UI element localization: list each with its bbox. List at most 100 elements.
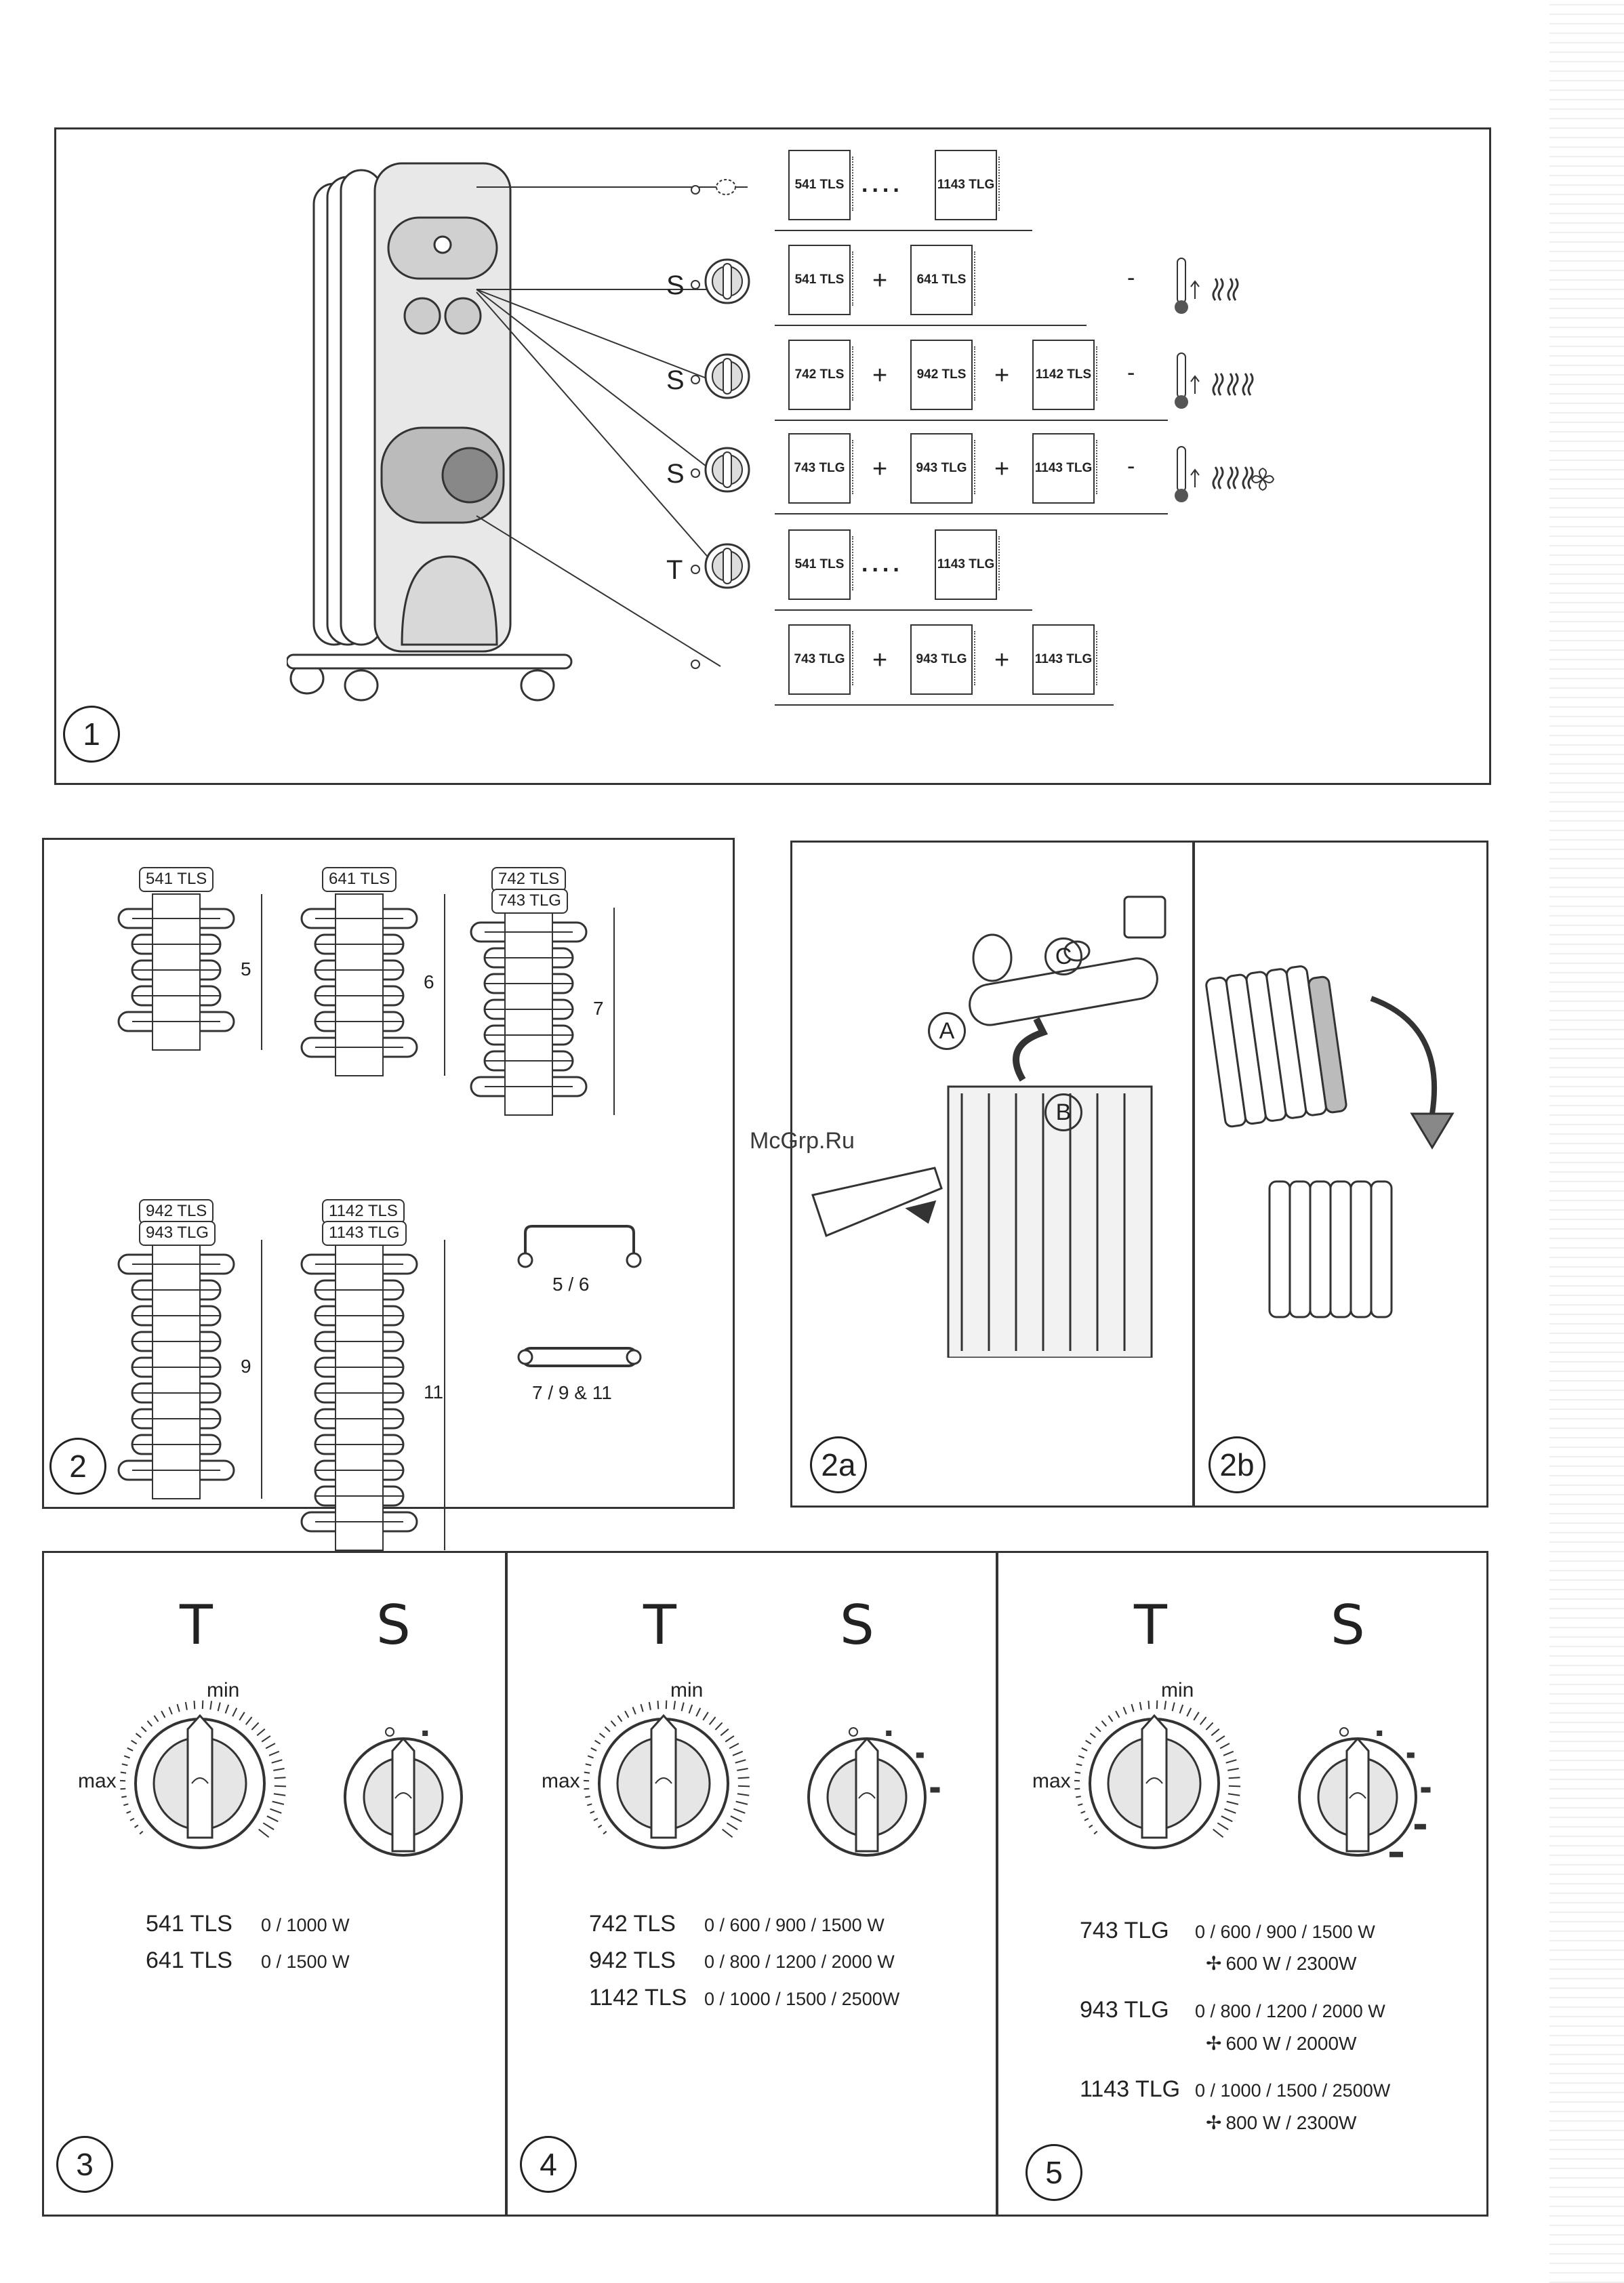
row-divider bbox=[775, 230, 1032, 231]
fan-spec-line: ✢600 W / 2300W bbox=[1080, 1949, 1390, 1979]
radiator-front-illustration bbox=[287, 162, 573, 702]
row-symbol: S bbox=[666, 270, 685, 300]
spec-line: 743 TLG 0 / 600 / 900 / 1500 W bbox=[1080, 1912, 1390, 1949]
max-label: max bbox=[78, 1770, 117, 1792]
model-manual-box: 541 TLS bbox=[788, 529, 853, 600]
row-divider bbox=[775, 513, 1168, 514]
plus-sign: + bbox=[994, 646, 1010, 674]
panel-2b-number: 2b bbox=[1209, 1436, 1265, 1493]
leader-endpoint-dot bbox=[691, 375, 700, 384]
minus-sign: - bbox=[1127, 453, 1135, 479]
radiator-size-diagram bbox=[295, 881, 437, 1089]
range-dots: .... bbox=[861, 551, 904, 577]
radiator-size-diagram bbox=[112, 881, 254, 1064]
spec-row: 541 TLS 0 / 1000 W bbox=[146, 1905, 350, 1942]
thermostat-knob-icon bbox=[112, 1695, 288, 1872]
height-dimension-line bbox=[261, 1240, 265, 1499]
model-manual-box: 1143 TLG bbox=[935, 529, 1000, 600]
plus-sign: + bbox=[872, 646, 888, 674]
fan-icon: ✢ bbox=[1206, 1953, 1222, 1975]
spec-line: 541 TLS 0 / 1000 W bbox=[146, 1905, 350, 1942]
radiator-model-tag: 1142 TLS bbox=[322, 1199, 405, 1224]
plus-sign: + bbox=[994, 455, 1010, 483]
wall-bracket-assembly-illustration bbox=[811, 895, 1166, 1358]
power-indicator-lamp-icon bbox=[707, 177, 745, 197]
fan-spec-line: ✢800 W / 2300W bbox=[1080, 2108, 1390, 2139]
fin-count-label: 5 bbox=[241, 958, 251, 979]
row-symbol: S bbox=[666, 365, 685, 395]
selector-switch-knob-icon bbox=[792, 1716, 955, 1865]
wattage-values: 0 / 800 / 1200 / 2000 W bbox=[1195, 2001, 1385, 2022]
model-name: 743 TLG bbox=[1080, 1918, 1169, 1943]
model-name: 942 TLS bbox=[589, 1947, 676, 1974]
model-manual-box: 942 TLS bbox=[910, 340, 975, 410]
model-name: 641 TLS bbox=[146, 1947, 232, 1974]
row-symbol: T bbox=[666, 555, 683, 585]
panel4-number: 4 bbox=[520, 2136, 577, 2193]
foot-7-9-11-label: 7 / 9 & 11 bbox=[532, 1382, 612, 1403]
fan-wattage-values: 800 W / 2300W bbox=[1225, 2112, 1357, 2133]
model-name: 541 TLS bbox=[146, 1911, 232, 1937]
fan-icon: ✢ bbox=[1206, 2032, 1222, 2054]
row-symbol: S bbox=[666, 459, 685, 489]
radiator-model-tag: 942 TLS bbox=[139, 1199, 214, 1224]
model-manual-box: 1143 TLG bbox=[935, 150, 1000, 220]
wattage-values: 0 / 600 / 900 / 1500 W bbox=[1195, 1922, 1375, 1942]
min-label: min bbox=[670, 1679, 704, 1701]
selector-switch-knob-icon bbox=[1283, 1716, 1446, 1865]
minus-sign: - bbox=[1127, 265, 1135, 291]
wattage-values: 0 / 1000 / 1500 / 2500W bbox=[704, 1988, 900, 2009]
fin-count-label: 11 bbox=[424, 1381, 444, 1402]
minus-sign: - bbox=[1127, 360, 1135, 386]
heat-level-icon bbox=[1168, 251, 1270, 319]
model-manual-box: 1143 TLG bbox=[1032, 624, 1097, 695]
switch-heading: S bbox=[376, 1594, 411, 1657]
model-name: 1143 TLG bbox=[1080, 2076, 1181, 2103]
radiator-model-tag: 541 TLS bbox=[139, 867, 214, 892]
fin-count-label: 6 bbox=[424, 971, 434, 992]
panel-2a: A B C 2a bbox=[790, 841, 1194, 1508]
radiator-tilt-illustration bbox=[1205, 965, 1455, 1318]
wattage-values: 0 / 1000 W bbox=[261, 1915, 350, 1935]
radiator-model-tag: 943 TLG bbox=[139, 1221, 216, 1246]
leader-lines bbox=[476, 186, 748, 667]
foot-5-6-icon bbox=[517, 1225, 642, 1268]
min-label: min bbox=[207, 1679, 240, 1701]
label-a: A bbox=[928, 1012, 966, 1050]
leader-endpoint-dot bbox=[691, 565, 700, 574]
model-manual-box: 743 TLG bbox=[788, 624, 853, 695]
max-label: max bbox=[542, 1770, 580, 1792]
panel-2-number: 2 bbox=[49, 1438, 106, 1495]
label-b: B bbox=[1044, 1093, 1082, 1131]
min-label: min bbox=[1161, 1679, 1194, 1701]
radiator-model-tag: 743 TLG bbox=[491, 889, 568, 914]
panel-2a-number: 2a bbox=[810, 1436, 867, 1493]
row-divider bbox=[775, 420, 1168, 421]
panel-2b: 2b bbox=[1193, 841, 1488, 1508]
range-dots: .... bbox=[861, 171, 904, 197]
panel3-number: 3 bbox=[56, 2136, 113, 2193]
switch-knob-icon bbox=[700, 443, 754, 497]
power-specs: 743 TLG 0 / 600 / 900 / 1500 W ✢600 W / 23… bbox=[1080, 1912, 1390, 2151]
wattage-values: 0 / 600 / 900 / 1500 W bbox=[704, 1915, 885, 1935]
plus-sign: + bbox=[872, 266, 888, 295]
switch-knob-icon bbox=[700, 349, 754, 403]
height-dimension-line bbox=[261, 894, 265, 1050]
label-c: C bbox=[1044, 937, 1082, 975]
model-manual-box: 641 TLS bbox=[910, 245, 975, 315]
scanned-page-edge bbox=[1549, 0, 1624, 2283]
foot-5-6-label: 5 / 6 bbox=[552, 1274, 590, 1295]
thermostat-knob-icon bbox=[1066, 1695, 1242, 1872]
radiator-model-tag: 1143 TLG bbox=[322, 1221, 407, 1246]
